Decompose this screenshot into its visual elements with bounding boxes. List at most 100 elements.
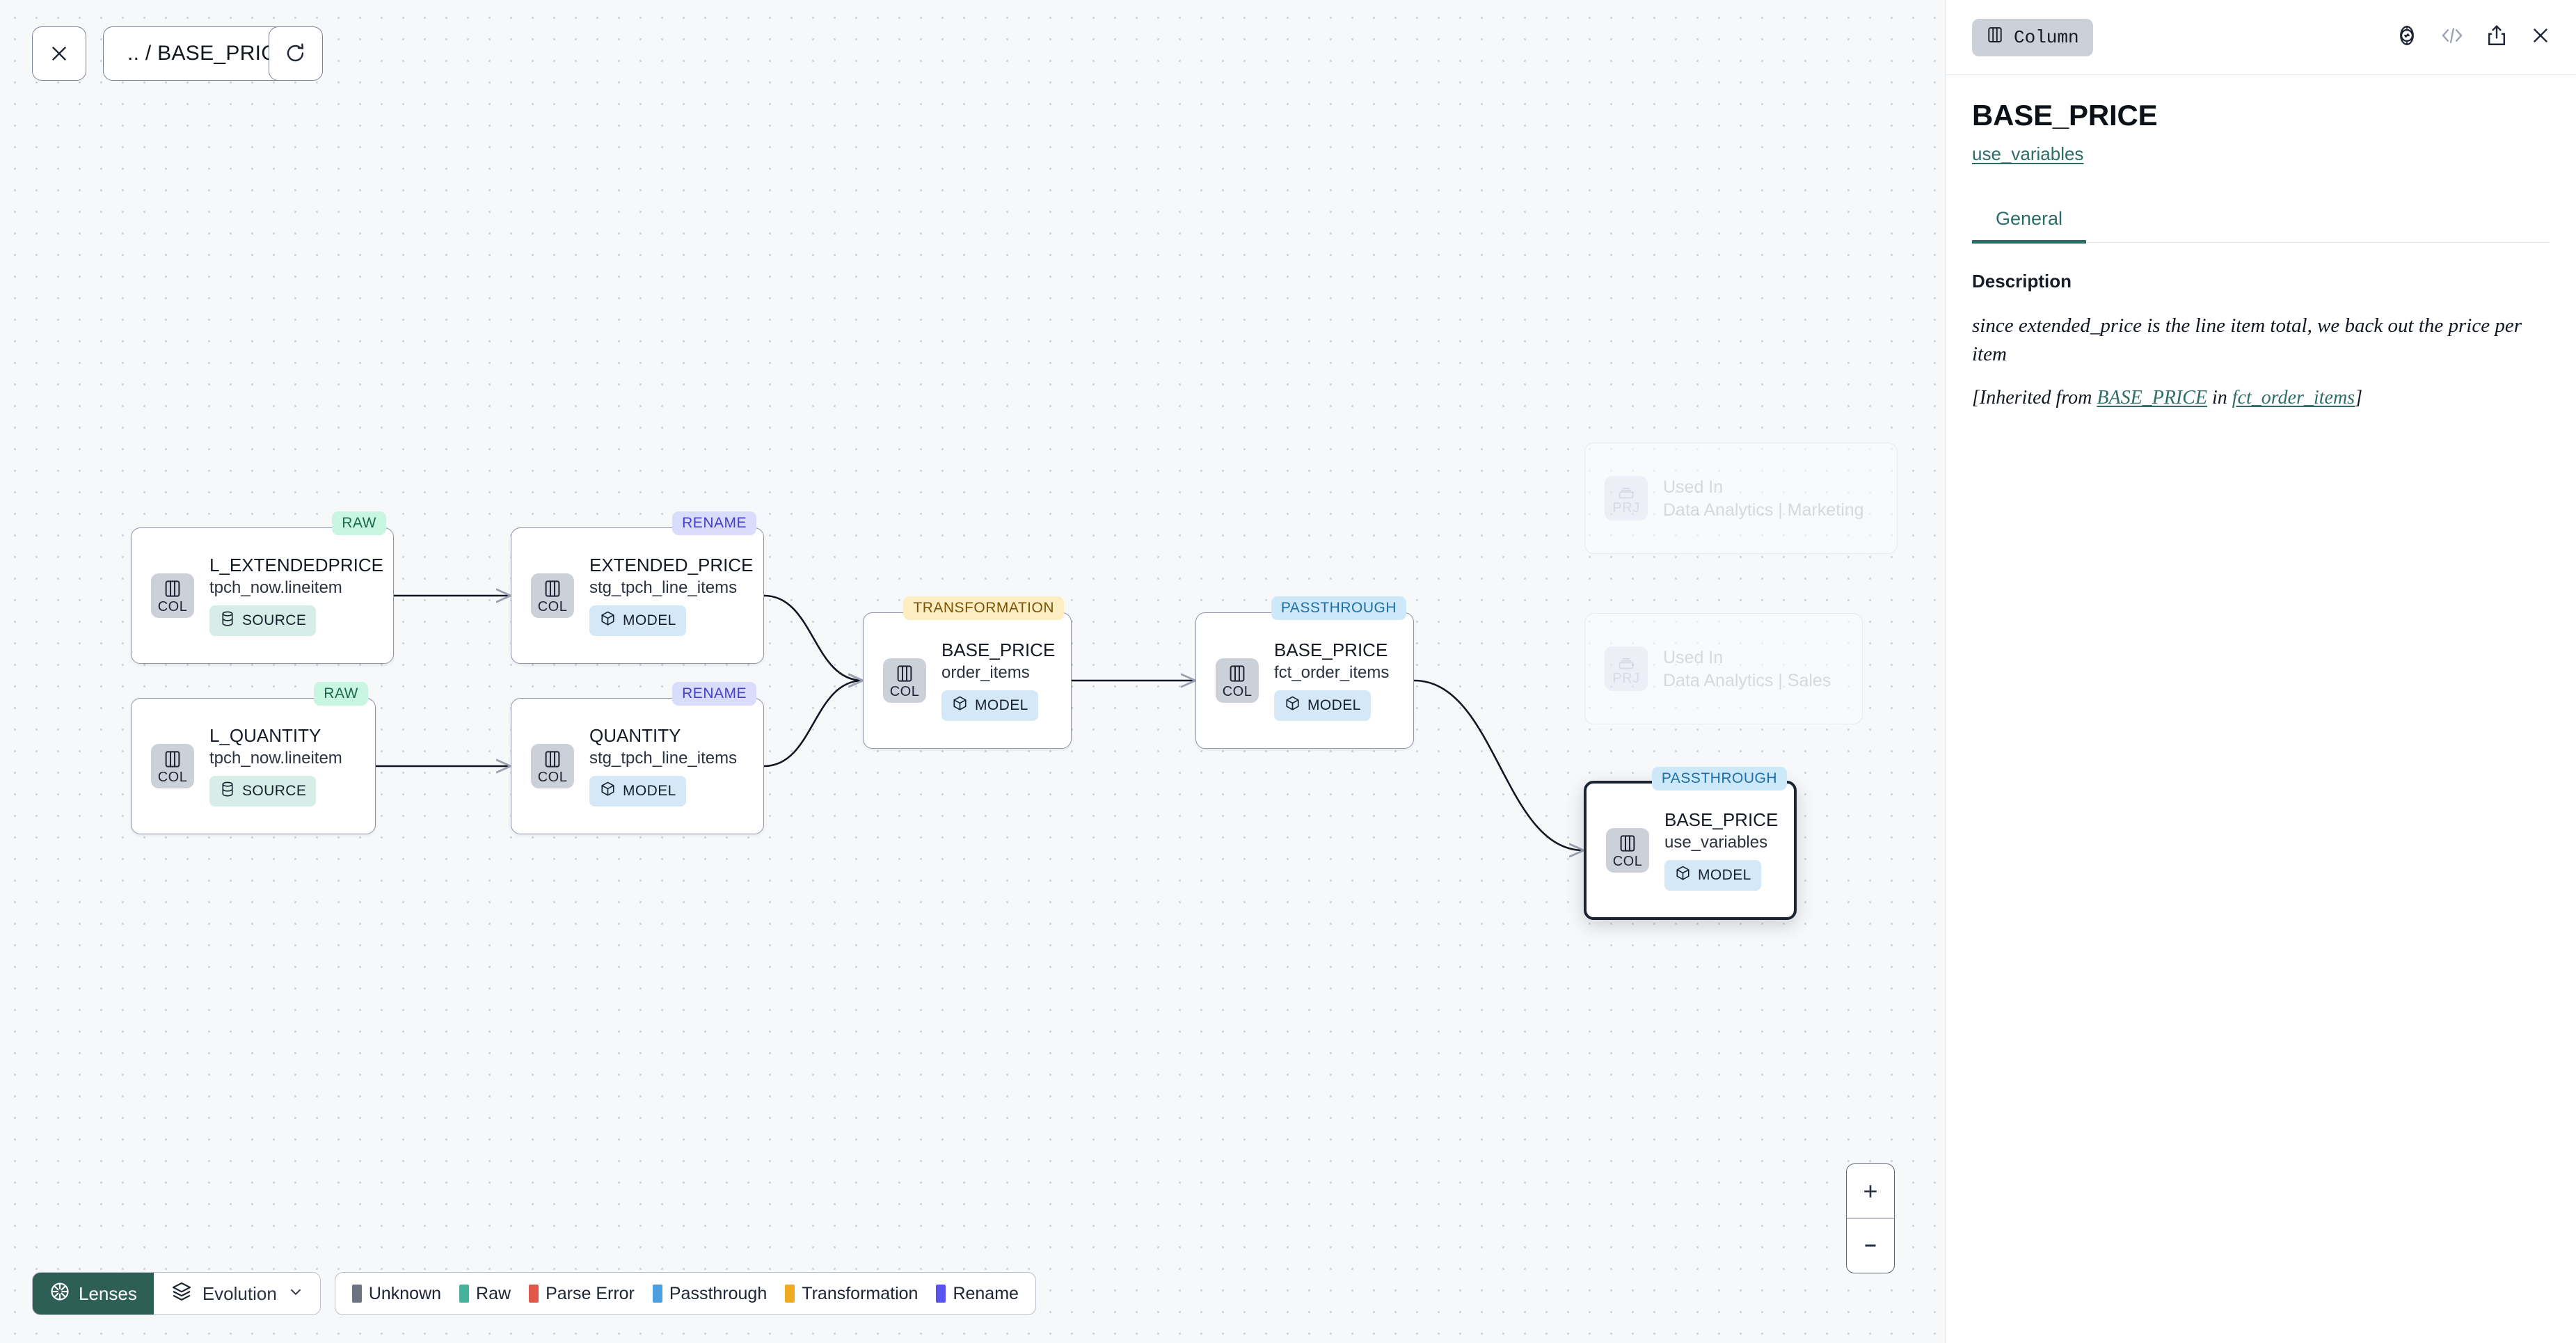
share-icon[interactable] [2486, 24, 2508, 51]
node-kind-badge: PASSTHROUGH [1651, 767, 1787, 790]
chevron-down-icon [287, 1282, 305, 1305]
lenses-button[interactable]: Lenses [33, 1273, 154, 1314]
database-icon [219, 610, 236, 632]
node-asset-pill: MODEL [941, 690, 1038, 721]
legend-swatch [936, 1285, 946, 1303]
node-subtitle: Data Analytics | Marketing [1663, 500, 1864, 520]
cube-icon [1284, 694, 1301, 717]
node-subtitle: stg_tpch_line_items [589, 749, 738, 768]
col-badge-label: COL [537, 769, 568, 785]
node-subtitle: tpch_now.lineitem [209, 578, 342, 598]
node-subtitle: Data Analytics | Sales [1663, 670, 1831, 690]
col-badge-icon: COL [1606, 828, 1649, 873]
compass-icon[interactable] [2395, 24, 2419, 51]
inherited-middle: in [2207, 387, 2232, 409]
inherited-prefix: [Inherited from [1972, 387, 2097, 409]
node-asset-label: SOURCE [242, 782, 307, 799]
node-asset-pill: SOURCE [209, 605, 317, 636]
parent-model-link[interactable]: use_variables [1972, 143, 2084, 164]
node-kind-badge: RENAME [672, 682, 756, 706]
col-badge-label: COL [889, 683, 920, 699]
description-section: Description since extended_price is the … [1946, 243, 2576, 409]
legend-label: Rename [953, 1283, 1019, 1303]
refresh-icon [284, 42, 308, 65]
zoom-out-button[interactable] [1847, 1218, 1894, 1273]
legend-item-unknown[interactable]: Unknown [351, 1284, 441, 1304]
node-title: BASE_PRICE [941, 639, 1056, 660]
graph-node-used-in-marketing[interactable]: PRJ Used In Data Analytics | Marketing [1584, 443, 1898, 554]
col-badge-icon: COL [151, 573, 194, 618]
node-kind-badge: RAW [314, 682, 368, 706]
panel-header-actions [2395, 24, 2552, 51]
col-badge-icon: COL [1216, 658, 1259, 703]
node-title: L_EXTENDEDPRICE [209, 555, 383, 575]
inherited-suffix: ] [2355, 387, 2362, 409]
graph-node-used-in-sales[interactable]: PRJ Used In Data Analytics | Sales [1584, 613, 1863, 724]
description-label: Description [1972, 271, 2072, 292]
inherited-model-link[interactable]: fct_order_items [2232, 387, 2355, 409]
panel-tabs: General [1972, 208, 2550, 244]
col-badge-label: COL [1612, 853, 1643, 869]
code-icon[interactable] [2440, 24, 2465, 51]
refresh-button[interactable] [269, 26, 323, 81]
legend-item-raw[interactable]: Raw [459, 1284, 511, 1304]
col-badge-label: COL [1222, 683, 1253, 699]
legend-label: Raw [476, 1283, 511, 1303]
lenses-label: Lenses [79, 1282, 137, 1304]
node-asset-label: SOURCE [242, 612, 307, 628]
database-icon [219, 780, 236, 802]
legend-label: Parse Error [546, 1283, 635, 1303]
node-title: Used In [1663, 477, 1724, 497]
prj-badge-label: PRJ [1612, 670, 1640, 686]
close-panel-icon[interactable] [2529, 24, 2552, 51]
layers-icon [170, 1280, 193, 1308]
evolution-label: Evolution [202, 1282, 277, 1304]
node-title: BASE_PRICE [1664, 809, 1779, 830]
node-asset-label: MODEL [623, 612, 676, 628]
legend-label: Passthrough [669, 1283, 768, 1303]
zoom-control [1846, 1163, 1895, 1273]
entity-type-label: Column [2014, 26, 2079, 48]
legend-item-parse-error[interactable]: Parse Error [529, 1284, 635, 1304]
inherited-column-link[interactable]: BASE_PRICE [2097, 387, 2208, 409]
tab-general[interactable]: General [1972, 208, 2087, 244]
lineage-canvas[interactable]: PRJ Used In Data Analytics | Marketing P… [0, 0, 1945, 1343]
prj-badge-icon: PRJ [1605, 646, 1648, 691]
close-graph-button[interactable] [32, 26, 86, 81]
evolution-dropdown[interactable]: Evolution [153, 1273, 320, 1314]
aperture-icon [49, 1281, 70, 1307]
legend-swatch [652, 1285, 662, 1303]
entity-type-chip: Column [1972, 18, 2093, 56]
legend-item-rename[interactable]: Rename [936, 1284, 1019, 1304]
legend-item-transformation[interactable]: Transformation [785, 1284, 918, 1304]
column-icon [1986, 25, 2004, 50]
zoom-in-button[interactable] [1847, 1164, 1894, 1218]
inherited-note: [Inherited from BASE_PRICE in fct_order_… [1972, 387, 2550, 409]
details-panel: Column [1945, 0, 2576, 1343]
node-asset-pill: MODEL [1664, 859, 1761, 891]
node-asset-label: MODEL [975, 697, 1028, 713]
node-asset-label: MODEL [1698, 866, 1751, 883]
node-kind-badge: TRANSFORMATION [903, 596, 1064, 620]
status-legend: Unknown Raw Parse Error Passthrough Transfor… [334, 1272, 1036, 1315]
col-badge-label: COL [157, 598, 188, 614]
page-title: BASE_PRICE [1972, 99, 2158, 132]
node-kind-badge: RENAME [672, 511, 756, 535]
col-badge-label: COL [537, 598, 568, 614]
legend-swatch [785, 1285, 795, 1303]
node-title: Used In [1663, 647, 1724, 667]
node-subtitle: use_variables [1664, 833, 1768, 852]
col-badge-icon: COL [151, 744, 194, 788]
node-asset-pill: MODEL [589, 605, 686, 636]
node-subtitle: tpch_now.lineitem [209, 749, 342, 768]
legend-item-passthrough[interactable]: Passthrough [652, 1283, 768, 1304]
node-subtitle: order_items [941, 663, 1030, 683]
prj-badge-label: PRJ [1612, 500, 1640, 516]
